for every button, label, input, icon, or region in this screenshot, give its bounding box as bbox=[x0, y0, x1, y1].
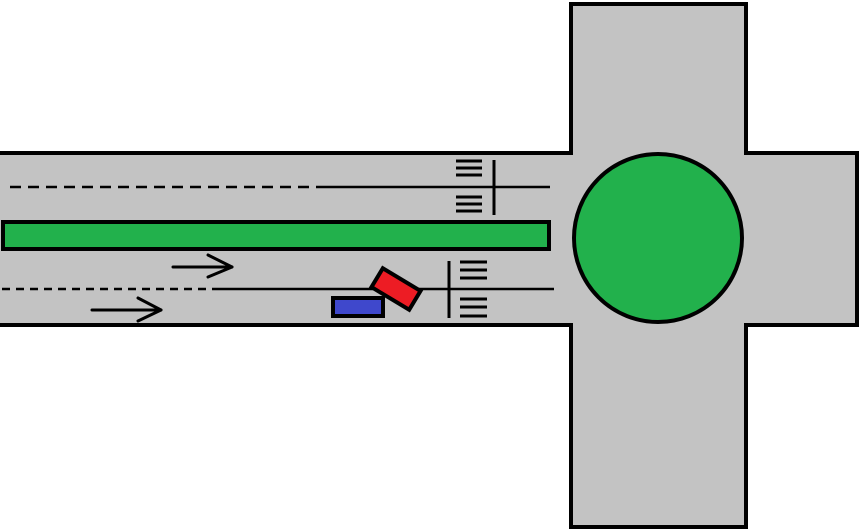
median-strip bbox=[1, 220, 551, 251]
roundabout-island bbox=[572, 152, 744, 324]
upper-crosswalk bbox=[456, 159, 482, 213]
arrow-right-icon bbox=[171, 253, 234, 279]
blue-car bbox=[331, 296, 385, 318]
red-car bbox=[368, 265, 424, 313]
lower-crosswalk bbox=[460, 260, 487, 318]
arrow-right-icon bbox=[90, 296, 163, 323]
